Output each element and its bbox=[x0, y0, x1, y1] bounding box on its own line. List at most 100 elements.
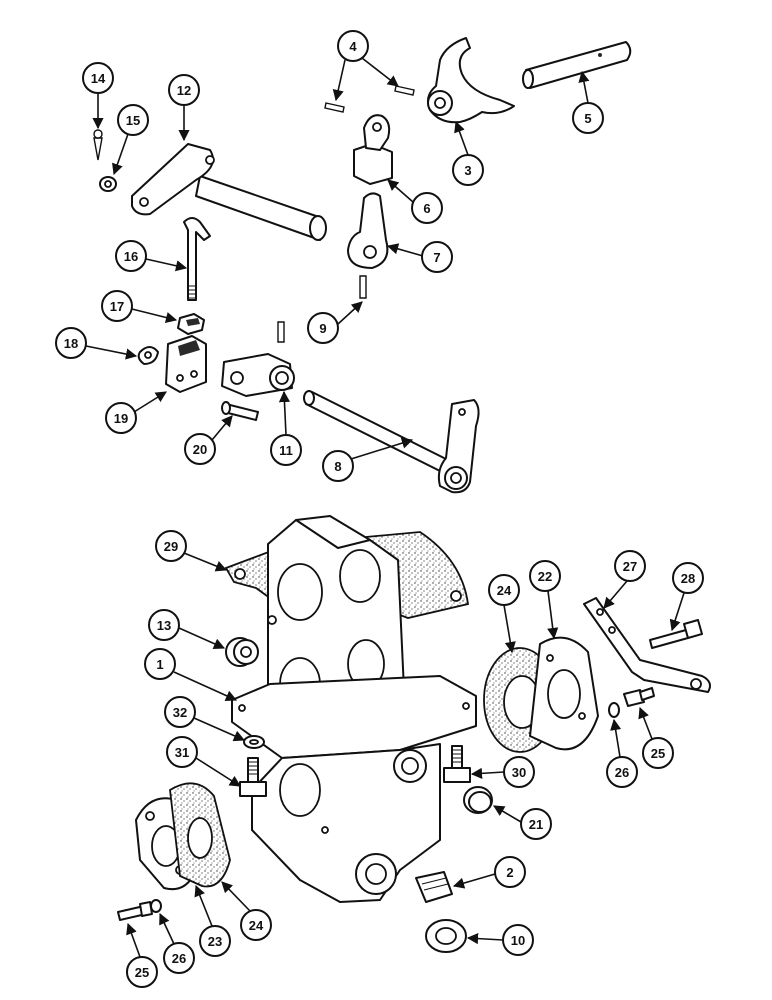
callout-19-label: 19 bbox=[114, 411, 128, 426]
leader-line bbox=[211, 415, 233, 441]
callout-1-label: 1 bbox=[156, 657, 163, 672]
callout-18: 18 bbox=[55, 327, 87, 359]
callout-24-left-label: 24 bbox=[249, 918, 264, 933]
callout-4-label: 4 bbox=[349, 39, 357, 54]
callout-7-label: 7 bbox=[433, 250, 440, 265]
part-28-bolt bbox=[649, 619, 703, 649]
callout-8-label: 8 bbox=[334, 459, 341, 474]
callout-28-label: 28 bbox=[681, 571, 695, 586]
part-2-plug bbox=[415, 871, 453, 903]
leader-line bbox=[112, 133, 129, 176]
callout-5-label: 5 bbox=[584, 111, 591, 126]
callout-2-label: 2 bbox=[506, 865, 513, 880]
leader-line bbox=[173, 671, 238, 701]
callout-24-right-label: 24 bbox=[497, 583, 512, 598]
callout-18-label: 18 bbox=[64, 336, 78, 351]
callout-10-label: 10 bbox=[511, 933, 525, 948]
callout-27: 27 bbox=[614, 550, 646, 582]
callout-26-right-label: 26 bbox=[615, 765, 629, 780]
callout-25-left: 25 bbox=[126, 956, 158, 988]
part-24-gasket-left bbox=[169, 782, 231, 888]
part-32-washer bbox=[243, 735, 265, 749]
leader-line bbox=[133, 391, 167, 413]
callout-3: 3 bbox=[452, 154, 484, 186]
part-5-shaft bbox=[522, 41, 632, 89]
part-17-nut bbox=[177, 313, 205, 335]
leader-line bbox=[466, 932, 504, 945]
callout-31-label: 31 bbox=[175, 745, 189, 760]
callout-17-label: 17 bbox=[110, 299, 124, 314]
leader-line bbox=[159, 912, 175, 945]
leader-line bbox=[126, 922, 141, 958]
callout-16: 16 bbox=[115, 240, 147, 272]
part-18-clip bbox=[137, 346, 159, 365]
part-4-pins bbox=[324, 85, 415, 113]
leader-line bbox=[183, 552, 228, 572]
callout-26-left-label: 26 bbox=[172, 951, 186, 966]
callout-28: 28 bbox=[672, 562, 704, 594]
callout-25-left-label: 25 bbox=[135, 965, 149, 980]
leader-line bbox=[194, 884, 213, 927]
part-12-lever-shaft bbox=[131, 143, 327, 241]
leader-line bbox=[470, 767, 505, 779]
part-20-pin bbox=[221, 401, 259, 421]
part-19-clamp-block bbox=[165, 335, 207, 393]
callout-23: 23 bbox=[199, 925, 231, 957]
leader-line bbox=[386, 243, 424, 257]
part-15-washer bbox=[99, 176, 117, 192]
callout-15: 15 bbox=[117, 104, 149, 136]
part-7-lever bbox=[347, 192, 389, 269]
part-16-bent-bolt bbox=[183, 217, 211, 301]
callout-13-label: 13 bbox=[157, 618, 171, 633]
callout-24-right: 24 bbox=[488, 574, 520, 606]
callout-9-label: 9 bbox=[319, 321, 326, 336]
part-14-split-pin bbox=[93, 129, 103, 161]
part-25-bolt-right bbox=[623, 687, 655, 707]
leader-line bbox=[503, 604, 516, 654]
leader-line bbox=[350, 437, 414, 460]
callout-32: 32 bbox=[164, 696, 196, 728]
leader-line bbox=[493, 805, 522, 823]
part-26-washer-right bbox=[608, 702, 620, 718]
callout-21: 21 bbox=[520, 808, 552, 840]
callout-5: 5 bbox=[572, 102, 604, 134]
callout-13: 13 bbox=[148, 609, 180, 641]
leader-line bbox=[332, 59, 346, 102]
leader-line bbox=[454, 120, 469, 156]
callout-12: 12 bbox=[168, 74, 200, 106]
callout-23-label: 23 bbox=[208, 934, 222, 949]
leader-line bbox=[221, 881, 251, 912]
callout-22: 22 bbox=[529, 560, 561, 592]
callout-9: 9 bbox=[307, 312, 339, 344]
leader-line bbox=[547, 590, 559, 640]
part-13-seal bbox=[225, 637, 259, 667]
part-26-washer-left bbox=[150, 899, 162, 913]
callout-26-left: 26 bbox=[163, 942, 195, 974]
leader-line bbox=[638, 706, 653, 740]
part-31-bolt bbox=[239, 757, 267, 797]
callout-27-label: 27 bbox=[623, 559, 637, 574]
part-10-nut bbox=[425, 919, 467, 953]
part-8-shaft-lever bbox=[303, 390, 480, 494]
callout-14: 14 bbox=[82, 62, 114, 94]
callout-19: 19 bbox=[105, 402, 137, 434]
callout-1: 1 bbox=[144, 648, 176, 680]
leader-line bbox=[195, 757, 241, 787]
leader-line bbox=[193, 717, 246, 742]
callout-7: 7 bbox=[421, 241, 453, 273]
callout-31: 31 bbox=[166, 736, 198, 768]
part-21-plug bbox=[463, 786, 493, 814]
callout-6: 6 bbox=[411, 192, 443, 224]
callout-30-label: 30 bbox=[512, 765, 526, 780]
callout-21-label: 21 bbox=[529, 817, 543, 832]
leader-line bbox=[669, 592, 685, 632]
part-1-housing bbox=[231, 515, 477, 903]
part-25-bolt-left bbox=[117, 901, 153, 921]
callout-12-label: 12 bbox=[177, 83, 191, 98]
callout-4: 4 bbox=[337, 30, 369, 62]
part-3-shift-fork bbox=[427, 37, 515, 124]
part-9-roll-pins bbox=[277, 275, 367, 343]
callout-3-label: 3 bbox=[464, 163, 471, 178]
callout-24-left: 24 bbox=[240, 909, 272, 941]
